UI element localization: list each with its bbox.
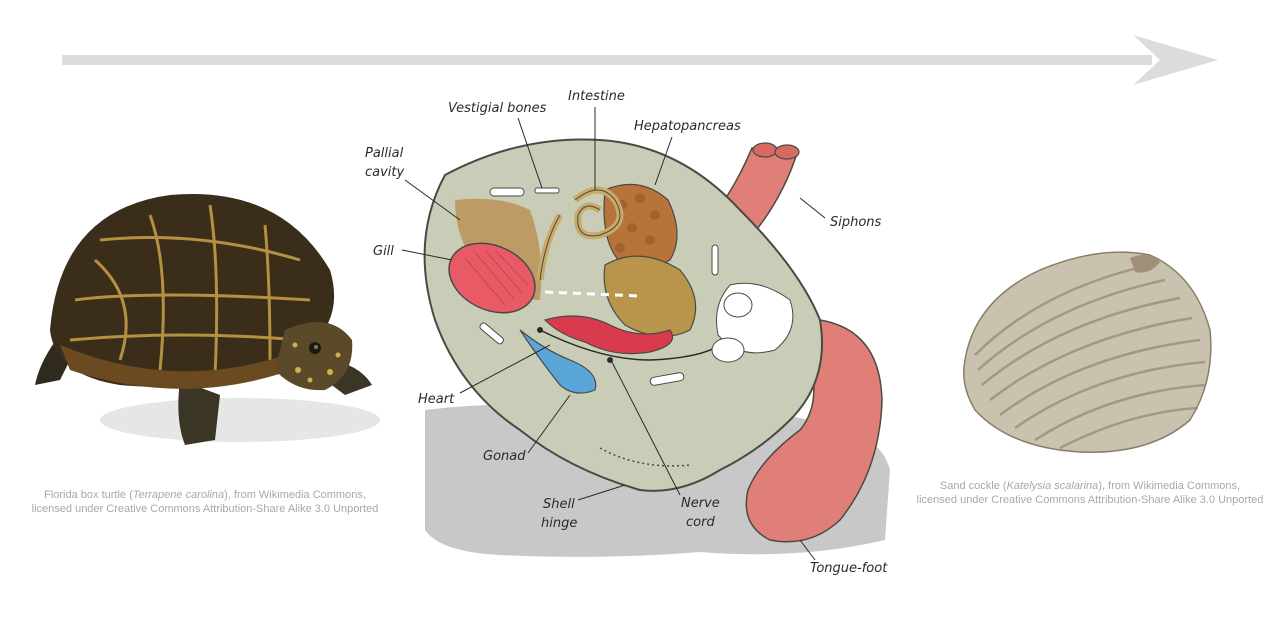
label-shell-hinge-line1: Shell xyxy=(543,497,575,512)
label-pallial-cavity-line2: cavity xyxy=(365,165,405,180)
label-heart: Heart xyxy=(418,392,455,407)
label-shell-hinge-line2: hinge xyxy=(541,516,577,531)
label-gill: Gill xyxy=(373,244,394,259)
sand-cockle-image xyxy=(963,251,1212,453)
clam-anatomy-diagram: Vestigial bones Intestine Hepatopancreas… xyxy=(365,89,890,576)
direction-arrow xyxy=(62,35,1218,85)
label-siphons: Siphons xyxy=(830,215,882,230)
label-intestine: Intestine xyxy=(568,89,625,104)
cockle-caption-line1: Sand cockle (Katelysia scalarina), from … xyxy=(939,480,1241,492)
heart xyxy=(543,315,674,355)
label-nerve-cord-line2: cord xyxy=(686,515,715,530)
vestigial-bones xyxy=(479,187,794,386)
label-hepatopancreas: Hepatopancreas xyxy=(634,119,741,134)
label-pallial-cavity-line1: Pallial xyxy=(365,146,404,161)
label-gonad: Gonad xyxy=(483,449,526,464)
turtle-caption-line1: Florida box turtle (Terrapene carolina),… xyxy=(44,489,366,501)
label-tongue-foot: Tongue-foot xyxy=(810,561,888,576)
box-turtle-image xyxy=(35,193,380,445)
cockle-caption-line2: licensed under Creative Commons Attribut… xyxy=(916,494,1264,506)
nerve-cord xyxy=(539,329,721,361)
gonad xyxy=(603,255,697,338)
gill xyxy=(448,242,536,314)
label-vestigial-bones: Vestigial bones xyxy=(448,101,547,116)
label-nerve-cord-line1: Nerve xyxy=(681,496,720,511)
tongue-foot xyxy=(745,319,883,543)
cockle-image-caption: Sand cockle (Katelysia scalarina), from … xyxy=(900,479,1280,507)
turtle-image-caption: Florida box turtle (Terrapene carolina),… xyxy=(15,488,395,516)
turtle-caption-line2: licensed under Creative Commons Attribut… xyxy=(31,503,379,515)
